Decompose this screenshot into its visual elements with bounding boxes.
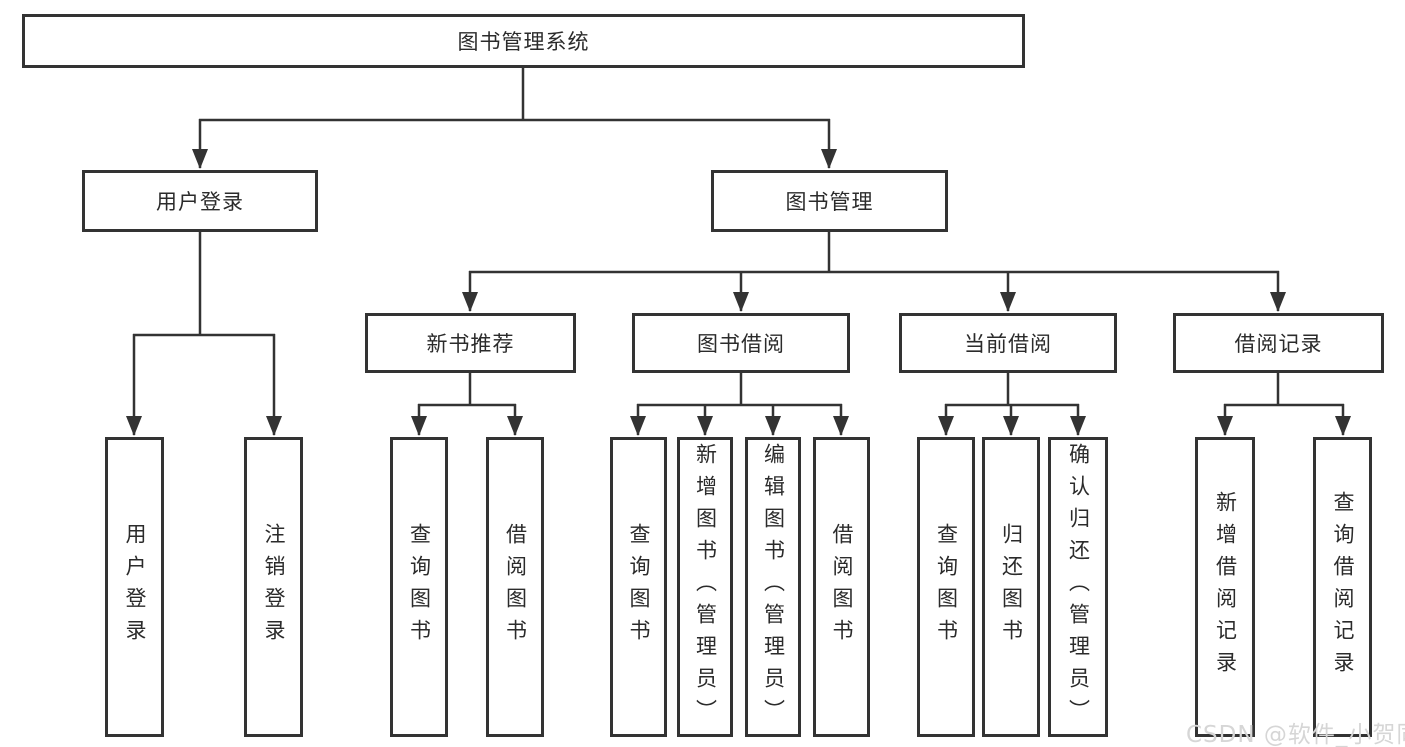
leaf-query-books-current: 查询图书 [917,437,975,737]
leaf-query-borrow-record: 查询借阅记录 [1313,437,1372,737]
csdn-watermark: CSDN @软件_小贺同学 [1186,722,1405,747]
leaf-label: 查询图书 [627,523,651,651]
leaf-borrow-books-recommend: 借阅图书 [486,437,544,737]
leaf-return-books: 归还图书 [982,437,1040,737]
leaf-label: 查询借阅记录 [1331,491,1355,683]
leaf-logout: 注销登录 [244,437,303,737]
leaf-edit-books-admin: 编辑图书（管理员） [745,437,801,737]
node-label: 用户登录 [156,190,244,214]
leaf-label: 归还图书 [999,523,1024,651]
leaf-label: 新增借阅记录 [1213,491,1238,683]
leaf-add-books-admin: 新增图书（管理员） [677,437,733,737]
node-book-management: 图书管理 [711,170,948,232]
node-label: 新书推荐 [426,332,515,356]
node-label: 图书管理系统 [457,30,590,54]
leaf-label: 查询图书 [934,523,959,651]
leaf-label: 新增图书（管理员） [693,443,718,731]
leaf-borrow-books: 借阅图书 [813,437,870,737]
leaf-label: 注销登录 [262,523,286,651]
node-new-book-recommend: 新书推荐 [365,313,576,373]
leaf-query-books-borrowing: 查询图书 [610,437,667,737]
leaf-label: 编辑图书（管理员） [761,443,786,731]
leaf-add-borrow-record: 新增借阅记录 [1195,437,1255,737]
node-root-system: 图书管理系统 [22,14,1025,68]
node-label: 图书借阅 [697,332,785,356]
node-user-login: 用户登录 [82,170,318,232]
node-label: 当前借阅 [964,332,1052,356]
leaf-user-login: 用户登录 [105,437,164,737]
leaf-label: 查询图书 [407,523,432,651]
node-label: 借阅记录 [1234,332,1323,356]
node-borrow-records: 借阅记录 [1173,313,1384,373]
leaf-label: 借阅图书 [830,523,854,651]
leaf-label: 用户登录 [123,523,147,651]
node-book-borrowing: 图书借阅 [632,313,850,373]
leaf-query-books-recommend: 查询图书 [390,437,448,737]
leaf-confirm-return-admin: 确认归还（管理员） [1048,437,1108,737]
node-current-borrowing: 当前借阅 [899,313,1117,373]
node-label: 图书管理 [785,190,874,214]
leaf-label: 确认归还（管理员） [1066,443,1091,731]
leaf-label: 借阅图书 [503,523,528,651]
